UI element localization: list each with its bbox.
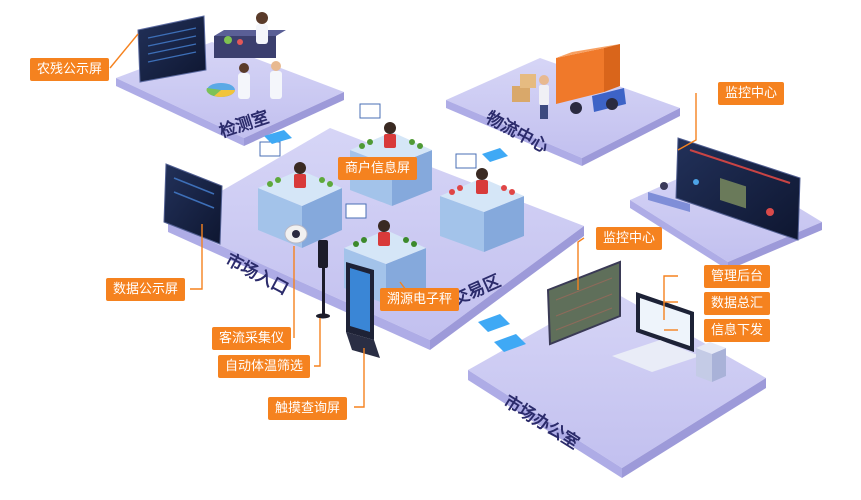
label-info-dispatch: 信息下发 xyxy=(704,319,771,342)
monitor-center-wall-2-icon xyxy=(546,260,621,346)
label-trace-scale: 溯源电子秤 xyxy=(380,288,460,311)
label-traffic-counter: 客流采集仪 xyxy=(212,327,292,350)
delivery-truck-icon xyxy=(556,44,626,114)
office-platform xyxy=(468,290,766,478)
label-temp-screening: 自动体温筛选 xyxy=(218,355,311,378)
monitor-wall-icon xyxy=(137,15,207,83)
desktop-monitor-icon xyxy=(612,292,700,372)
merchant-screen-icon xyxy=(259,103,477,219)
label-touch-screen: 触摸查询屏 xyxy=(268,397,348,420)
parcel-boxes-icon xyxy=(512,74,549,119)
label-mgmt-backend: 管理后台 xyxy=(704,265,771,288)
label-monitor-center-1: 监控中心 xyxy=(718,82,785,105)
tablet-icon xyxy=(264,130,526,352)
camera-icon xyxy=(284,224,308,244)
touch-kiosk-icon xyxy=(346,262,380,358)
label-data-summary: 数据总汇 xyxy=(704,292,771,315)
thermometer-kiosk-icon xyxy=(316,240,330,319)
label-monitor-center-2: 监控中心 xyxy=(596,227,663,250)
pie-chart-icon xyxy=(206,83,235,97)
logistics-platform xyxy=(446,58,680,166)
data-display-screen-icon xyxy=(163,163,223,245)
label-residue-screen: 农残公示屏 xyxy=(30,58,110,81)
label-merchant-screen: 商户信息屏 xyxy=(338,157,418,180)
vendor-booth-icon xyxy=(258,122,524,304)
operator-desk-icon xyxy=(648,182,690,212)
leader-lines xyxy=(109,33,697,408)
lab-scientists-icon xyxy=(214,12,286,99)
monitor-center-wall-icon xyxy=(675,137,801,241)
label-data-screen: 数据公示屏 xyxy=(106,278,186,301)
server-icon xyxy=(696,342,726,382)
